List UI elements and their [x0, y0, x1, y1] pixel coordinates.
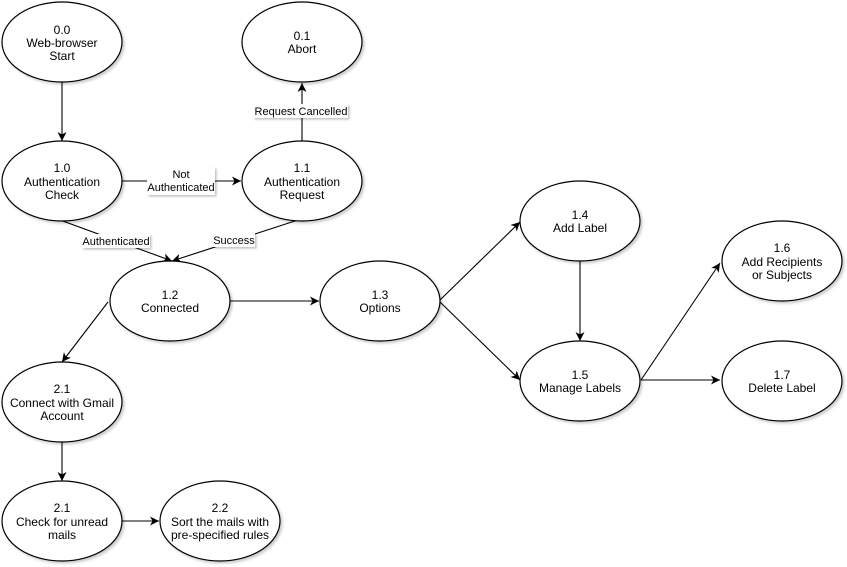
svg-text:Authenticated: Authenticated [147, 182, 214, 194]
edge-1.5-to-1.6 [640, 262, 721, 381]
svg-text:1.0: 1.0 [54, 161, 71, 175]
svg-text:Add Label: Add Label [553, 221, 607, 235]
edge-label-request-cancelled: Request Cancelled [253, 104, 348, 118]
svg-text:1.5: 1.5 [572, 368, 589, 382]
svg-text:Add Recipients: Add Recipients [742, 255, 823, 269]
svg-text:Connect with Gmail: Connect with Gmail [10, 396, 114, 410]
svg-text:Request: Request [280, 188, 325, 202]
svg-text:pre-specified rules: pre-specified rules [171, 528, 269, 542]
svg-text:Authentication: Authentication [264, 175, 340, 189]
node-1.3: 1.3 Options [319, 260, 441, 342]
svg-text:Web-browser: Web-browser [26, 36, 97, 50]
svg-text:Sort the mails with: Sort the mails with [171, 515, 269, 529]
node-0.0: 0.0 Web-browser Start [1, 1, 123, 83]
node-0.1: 0.1 Abort [241, 1, 363, 83]
node-1.7: 1.7 Delete Label [721, 340, 843, 422]
node-1.6: 1.6 Add Recipients or Subjects [721, 220, 843, 302]
svg-text:0.1: 0.1 [294, 29, 311, 43]
node-2.1-connect: 2.1 Connect with Gmail Account [1, 361, 123, 443]
node-1.4: 1.4 Add Label [519, 180, 641, 262]
svg-text:1.6: 1.6 [774, 241, 791, 255]
edge-label-success: Success [213, 233, 255, 247]
node-1.2: 1.2 Connected [109, 260, 231, 342]
svg-text:0.0: 0.0 [54, 23, 71, 37]
svg-text:Authentication: Authentication [24, 175, 100, 189]
svg-text:Success: Success [213, 235, 255, 247]
svg-text:2.1: 2.1 [54, 501, 71, 515]
svg-text:Check: Check [45, 188, 80, 202]
svg-text:1.7: 1.7 [774, 368, 791, 382]
node-1.0: 1.0 Authentication Check [1, 140, 123, 222]
svg-text:2.1: 2.1 [54, 382, 71, 396]
svg-text:1.4: 1.4 [572, 208, 589, 222]
svg-text:Request Cancelled: Request Cancelled [255, 106, 348, 118]
svg-text:Abort: Abort [288, 42, 317, 56]
svg-text:Authenticated: Authenticated [82, 236, 149, 248]
svg-text:1.1: 1.1 [294, 161, 311, 175]
node-1.5: 1.5 Manage Labels [519, 340, 641, 422]
node-1.1: 1.1 Authentication Request [241, 140, 363, 222]
node-2.2: 2.2 Sort the mails with pre-specified ru… [159, 480, 281, 562]
svg-text:2.2: 2.2 [212, 501, 229, 515]
edge-1.3-to-1.5 [439, 301, 521, 381]
edge-1.3-to-1.4 [439, 221, 521, 301]
svg-text:Manage Labels: Manage Labels [539, 381, 621, 395]
edge-1.2-to-2.1 [61, 301, 109, 363]
svg-text:Account: Account [40, 409, 84, 423]
edge-label-not-authenticated: Not Authenticated [147, 167, 215, 195]
svg-text:Not: Not [172, 169, 189, 181]
svg-text:1.2: 1.2 [162, 288, 179, 302]
node-2.1-check: 2.1 Check for unread mails [1, 480, 123, 562]
edge-label-authenticated: Authenticated [82, 234, 150, 248]
svg-text:1.3: 1.3 [372, 288, 389, 302]
svg-text:Options: Options [359, 301, 400, 315]
svg-text:or Subjects: or Subjects [752, 268, 812, 282]
svg-text:Check for unread: Check for unread [16, 515, 108, 529]
svg-text:Connected: Connected [141, 301, 199, 315]
svg-text:mails: mails [48, 528, 76, 542]
svg-text:Start: Start [49, 49, 75, 63]
svg-text:Delete Label: Delete Label [748, 381, 815, 395]
